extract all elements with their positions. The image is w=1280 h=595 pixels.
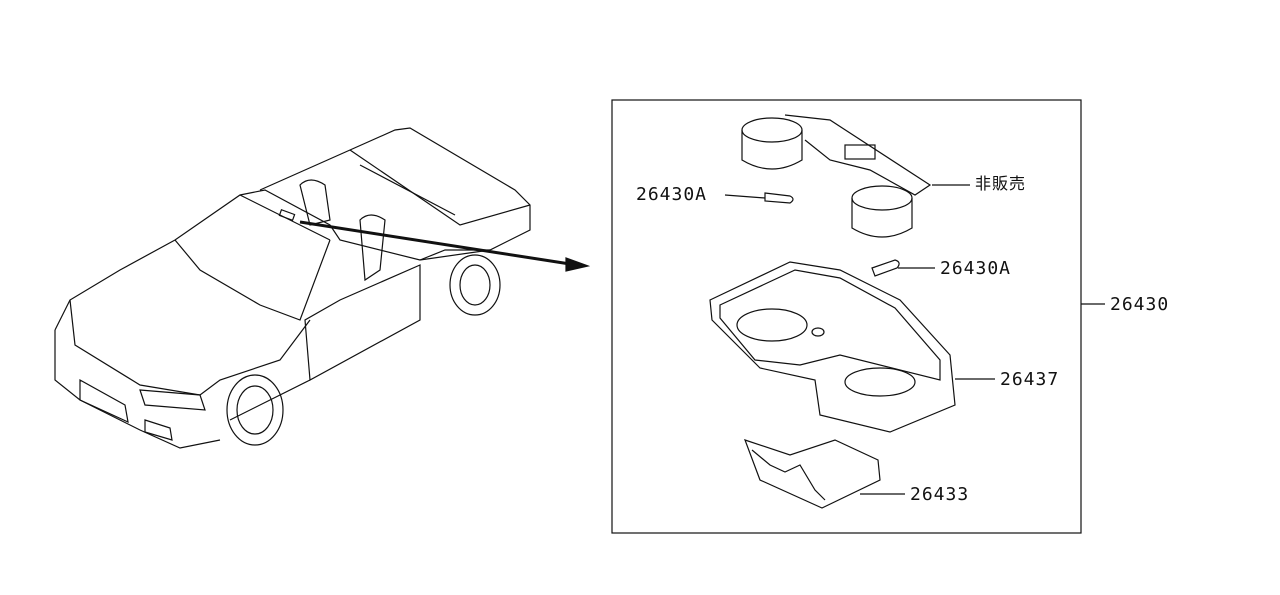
lamp-housing <box>709 261 956 433</box>
label-26430: 26430 <box>1110 294 1170 315</box>
label-26430a-lower: 26430A <box>940 258 1012 279</box>
bulb-socket-bracket <box>741 114 932 238</box>
leader-26430a-upper <box>724 194 766 199</box>
label-26430a-upper: 26430A <box>636 184 708 205</box>
bulb-upper <box>764 192 794 204</box>
convertible-car-illustration <box>54 127 531 449</box>
label-not-for-sale: 非販売 <box>975 174 1027 193</box>
assembly-frame <box>611 99 1082 534</box>
bulb-lower <box>871 259 900 277</box>
callout-arrow <box>299 220 591 272</box>
label-26433: 26433 <box>910 484 970 505</box>
label-26437: 26437 <box>1000 369 1060 390</box>
lamp-lens <box>743 439 881 509</box>
